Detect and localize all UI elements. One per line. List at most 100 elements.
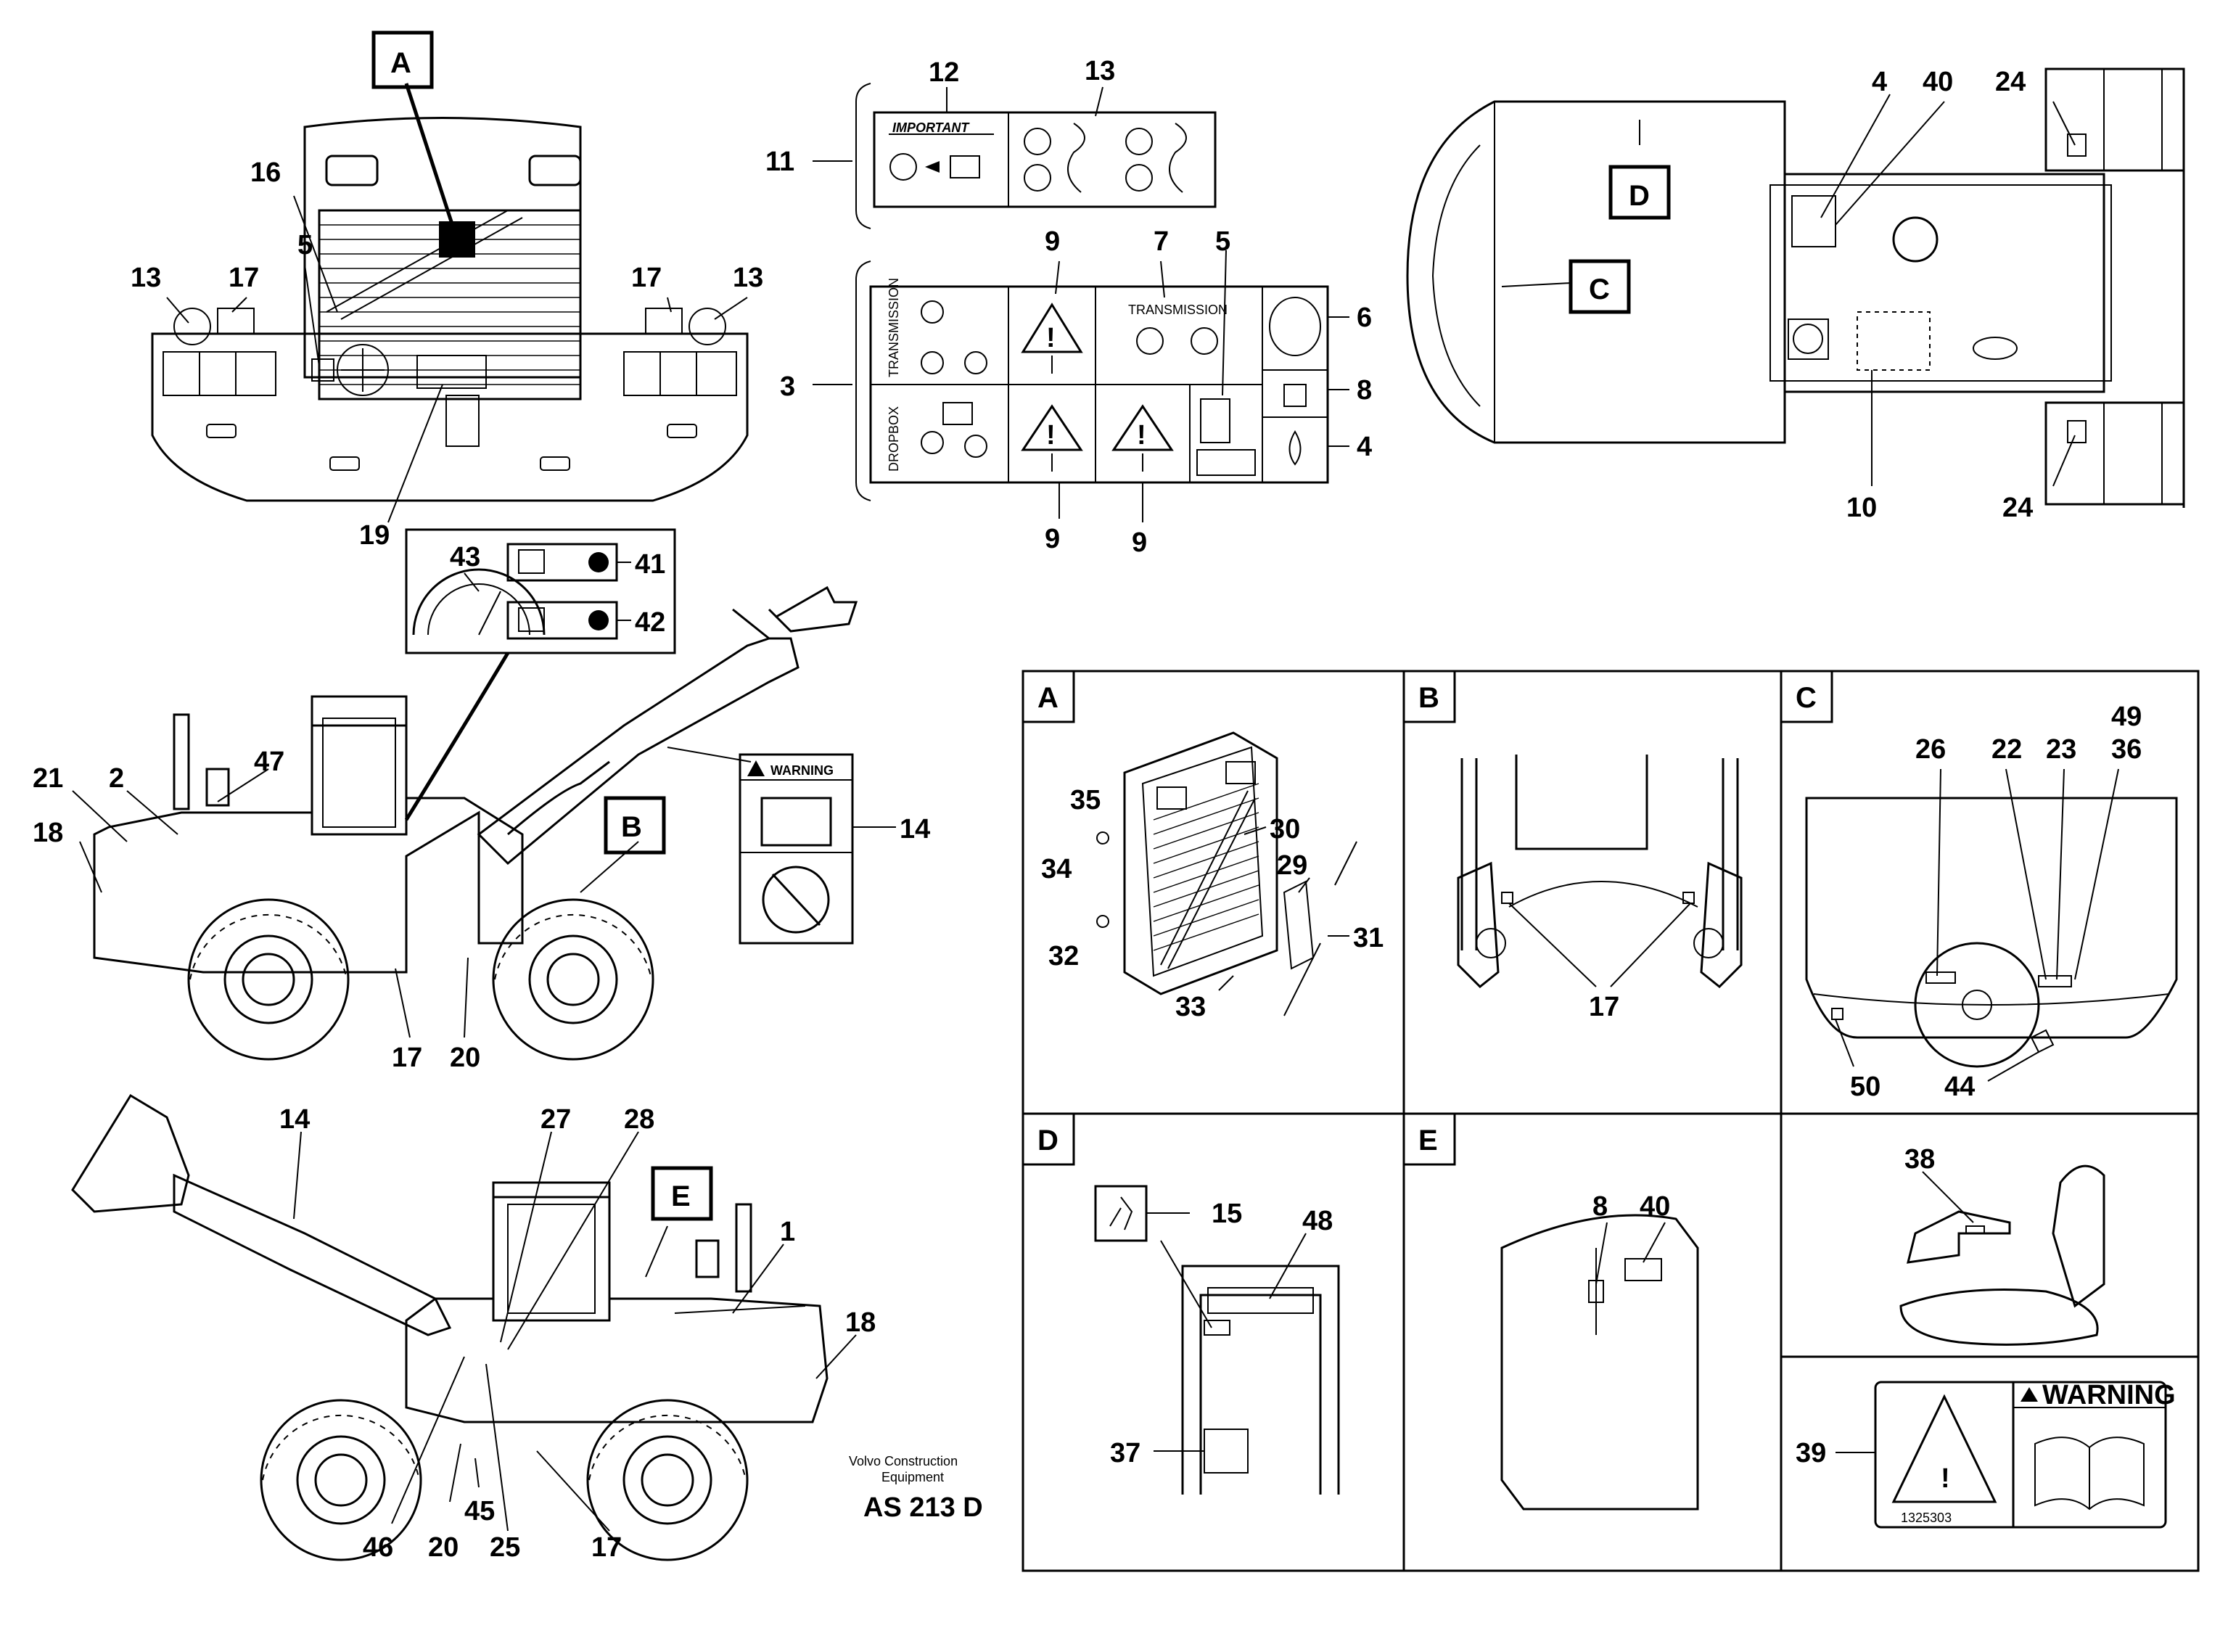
callout-22: 22 [1991,734,2022,765]
callout-7: 7 [1154,226,1169,257]
callout-42: 42 [635,607,665,638]
callout-38: 38 [1904,1144,1935,1175]
detail-E-title: E [1418,1125,1438,1156]
callout-5-decal: 5 [1215,226,1230,257]
callout-41: 41 [635,549,665,580]
callout-8-detail-E: 8 [1592,1191,1608,1222]
callout-30: 30 [1270,814,1300,845]
callout-47: 47 [254,747,284,777]
svg-text:!: ! [1137,420,1146,451]
callout-17-side-left: 17 [591,1532,622,1563]
callout-17-side-right: 17 [392,1043,422,1073]
callout-18-left: 18 [845,1307,876,1338]
detail-A-illustration [1096,731,1357,1016]
detail-B-illustration [1457,755,1743,989]
callout-C: C [1589,274,1610,305]
callout-13-right: 13 [733,263,763,293]
detail-B-title: B [1418,682,1439,714]
callout-9-bottom-left: 9 [1045,524,1060,554]
decal-part-number: 1325303 [1901,1511,1952,1525]
callout-B: B [621,811,642,843]
callout-9-bottom-right: 9 [1132,527,1147,558]
callout-45: 45 [464,1496,495,1526]
callout-49: 49 [2111,702,2142,732]
callout-6: 6 [1357,303,1372,333]
callout-3: 3 [780,371,795,402]
transmission-text: TRANSMISSION [1128,303,1228,317]
callout-13-left: 13 [131,263,161,293]
detail-D-illustration [1094,1185,1340,1495]
detail-A-title: A [1037,682,1058,714]
callout-48: 48 [1302,1206,1333,1236]
detail-E-illustration [1500,1214,1699,1511]
callout-4-top: 4 [1872,67,1887,97]
callout-39: 39 [1796,1438,1826,1468]
callout-17-left: 17 [229,263,259,293]
side-view-left-illustration [71,1093,857,1561]
callout-37: 37 [1110,1438,1140,1468]
transmission-vertical-text: TRANSMISSION [887,278,901,377]
company-line-1: Volvo Construction [849,1454,958,1468]
callout-36: 36 [2111,734,2142,765]
callout-28: 28 [624,1104,654,1135]
callout-11: 11 [765,147,794,177]
seat-illustration [1899,1164,2105,1346]
callout-43: 43 [450,542,480,572]
callout-33: 33 [1175,992,1206,1022]
side-view-right-illustration [72,585,896,1061]
callout-19: 19 [359,520,390,551]
decal-sheets: ! ! ! [813,83,1349,522]
detail-grid [1021,670,2200,1572]
callout-31: 31 [1353,923,1384,953]
callout-16: 16 [250,157,281,188]
callout-40-top: 40 [1923,67,1953,97]
callout-9-top: 9 [1045,226,1060,257]
front-view-illustration [151,30,749,523]
callout-29: 29 [1277,850,1307,881]
callout-20-side-right: 20 [450,1043,480,1073]
callout-27: 27 [540,1104,571,1135]
callout-23: 23 [2046,734,2076,765]
callout-32: 32 [1048,941,1079,971]
callout-50: 50 [1850,1072,1880,1102]
callout-15: 15 [1212,1199,1242,1229]
callout-24-top: 24 [1995,67,2026,97]
callout-46: 46 [363,1532,393,1563]
callout-E: E [671,1180,691,1212]
svg-text:!: ! [1046,323,1056,353]
detail-C-illustration [1805,768,2178,1082]
detail-D-title: D [1037,1125,1058,1156]
callout-34: 34 [1041,854,1072,884]
callout-35: 35 [1070,785,1101,815]
callout-25: 25 [490,1532,520,1563]
callout-26: 26 [1915,734,1946,765]
callout-18-right: 18 [33,818,63,848]
callout-13-decal: 13 [1085,56,1115,86]
callout-24-bottom: 24 [2002,493,2033,523]
callout-5: 5 [297,230,313,260]
drawing-code: AS 213 D [863,1492,983,1523]
warning-exclamation-icon: ! [1941,1463,1950,1494]
callout-12: 12 [929,57,959,88]
important-text: IMPORTANT [892,120,970,135]
callout-44: 44 [1944,1072,1975,1102]
callout-17-right: 17 [631,263,662,293]
callout-17-detail-B: 17 [1589,992,1619,1022]
warning-text-detail: WARNING [2042,1380,2176,1410]
warning-decal-illustration [1836,1381,2167,1529]
dropbox-vertical-text: DROPBOX [887,406,901,472]
callout-1: 1 [780,1217,795,1247]
callout-21: 21 [33,763,63,794]
gauge-panel [405,528,676,654]
warning-text-side: WARNING [770,763,834,778]
top-view-illustration [1406,67,2185,508]
callout-8: 8 [1357,375,1372,406]
callout-40-detail-E: 40 [1640,1191,1670,1222]
callout-A: A [390,47,411,79]
callout-10: 10 [1846,493,1877,523]
company-line-2: Equipment [881,1470,944,1484]
detail-C-title: C [1796,682,1817,714]
callout-4-decal: 4 [1357,432,1372,462]
callout-14-right: 14 [900,814,930,845]
